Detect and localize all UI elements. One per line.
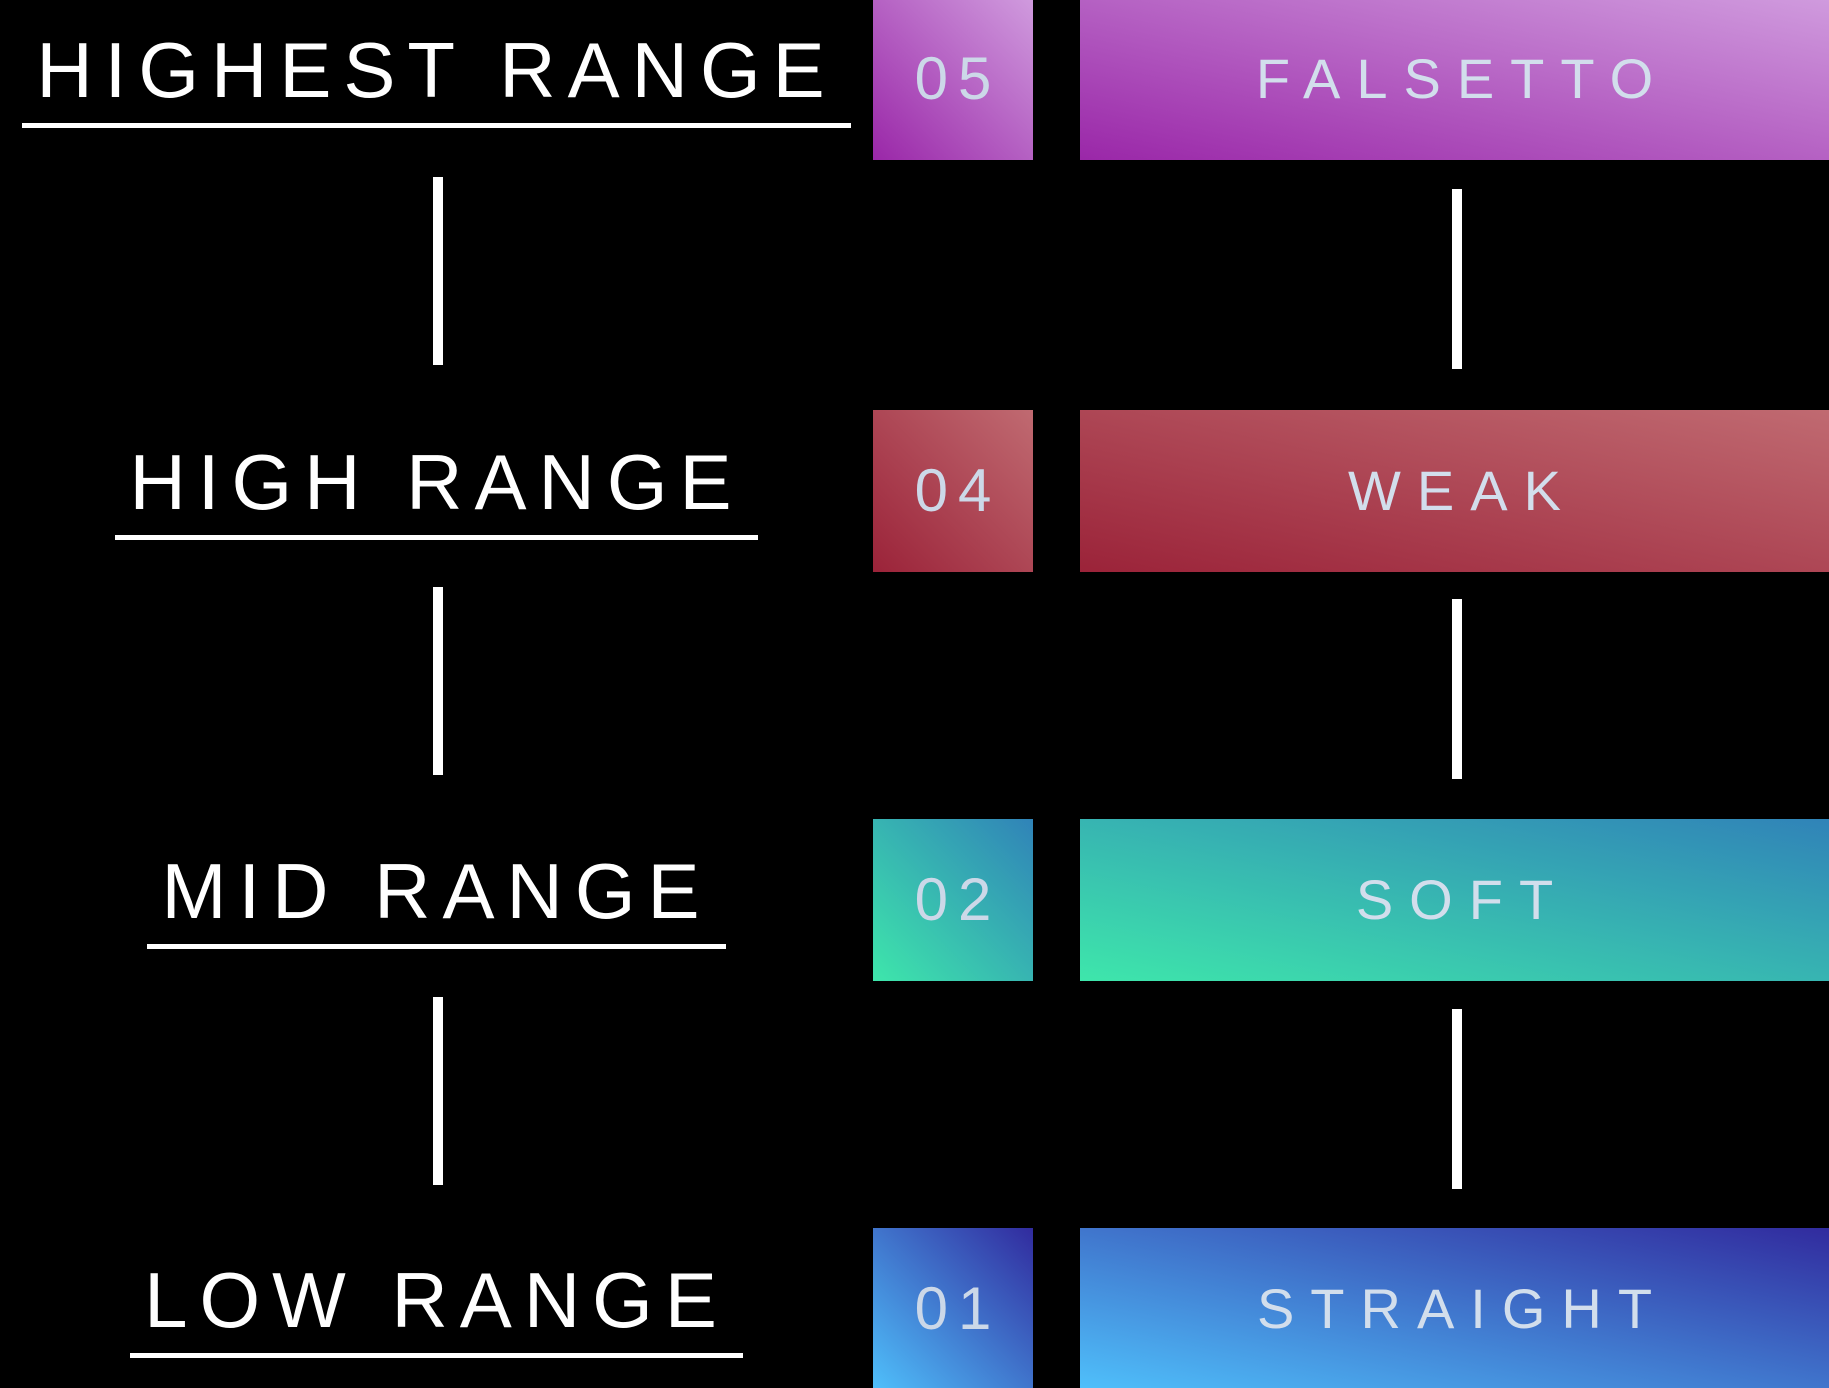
range-label-cell: HIGHEST RANGE	[0, 0, 873, 160]
range-value-label: STRAIGHT	[1256, 1277, 1669, 1340]
range-number-box: 01	[873, 1228, 1033, 1388]
connector-line	[1452, 599, 1462, 779]
range-number: 05	[914, 45, 1002, 112]
range-value-label: FALSETTO	[1255, 47, 1670, 110]
range-value-bar: SOFT	[1080, 819, 1829, 981]
range-value-label: WEAK	[1348, 459, 1577, 522]
range-value-bar: FALSETTO	[1080, 0, 1829, 160]
range-value-label: SOFT	[1355, 868, 1570, 931]
range-number: 02	[914, 866, 1002, 933]
range-number-box: 04	[873, 410, 1033, 572]
range-label-cell: HIGH RANGE	[0, 410, 873, 572]
range-value-bar: STRAIGHT	[1080, 1228, 1829, 1388]
range-label: HIGHEST RANGE	[22, 31, 851, 128]
range-number-box: 05	[873, 0, 1033, 160]
range-label-cell: LOW RANGE	[0, 1228, 873, 1388]
range-number-box: 02	[873, 819, 1033, 981]
range-label: HIGH RANGE	[115, 443, 758, 540]
range-label: LOW RANGE	[130, 1261, 743, 1358]
range-label-cell: MID RANGE	[0, 819, 873, 981]
connector-line	[433, 997, 443, 1185]
range-label: MID RANGE	[147, 852, 726, 949]
connector-line	[1452, 1009, 1462, 1189]
range-row-mid: MID RANGE 02 SOFT	[0, 819, 1829, 981]
range-number: 04	[914, 457, 1002, 524]
connector-line	[1452, 189, 1462, 369]
connector-line	[433, 177, 443, 365]
range-value-bar: WEAK	[1080, 410, 1829, 572]
connector-line	[433, 587, 443, 775]
range-row-high: HIGH RANGE 04 WEAK	[0, 410, 1829, 572]
range-row-low: LOW RANGE 01 STRAIGHT	[0, 1228, 1829, 1388]
range-number: 01	[914, 1275, 1002, 1342]
range-row-highest: HIGHEST RANGE 05 FALSETTO	[0, 0, 1829, 160]
